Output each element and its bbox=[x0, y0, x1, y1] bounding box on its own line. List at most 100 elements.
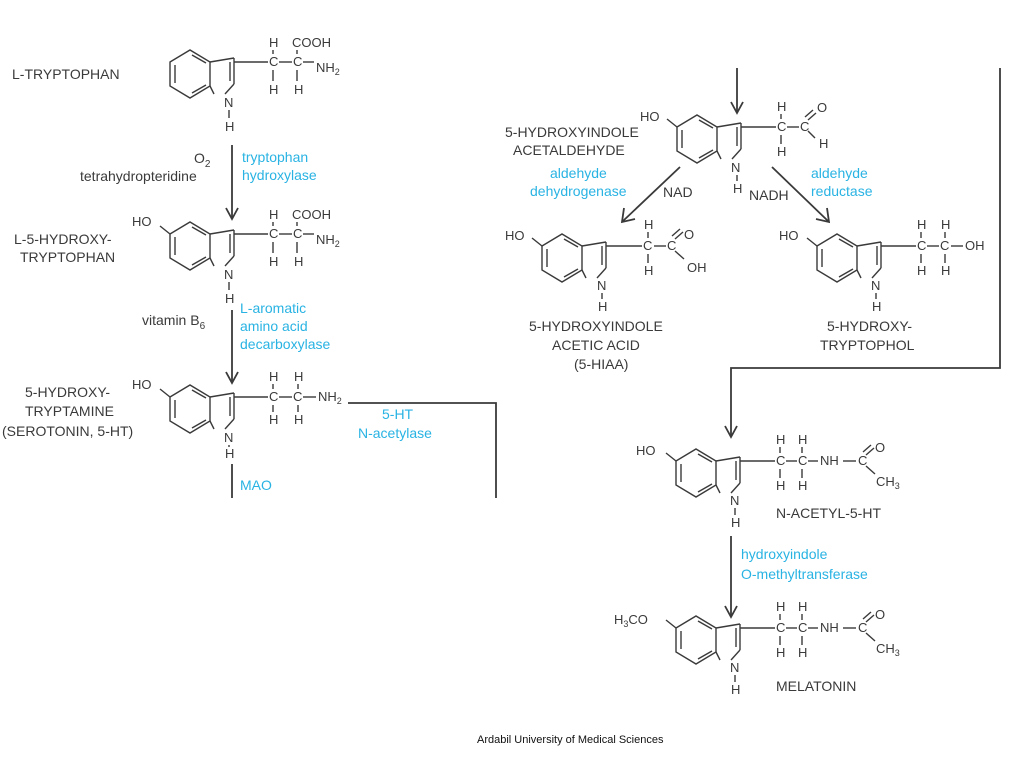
melatonin-structure: H3CO N H C H H C H H NH C O CH3 bbox=[614, 599, 900, 697]
atom-h: H bbox=[269, 369, 278, 384]
omt-label: O-methyltransferase bbox=[741, 566, 868, 582]
hiaa-label: (5-HIAA) bbox=[574, 356, 628, 372]
atom-h: H bbox=[598, 299, 607, 314]
decarboxylase-label: decarboxylase bbox=[240, 336, 330, 352]
atom-nh: NH bbox=[820, 620, 839, 635]
atom-c: C bbox=[776, 620, 785, 635]
atom-h: H bbox=[777, 144, 786, 159]
atom-h: H bbox=[269, 82, 278, 97]
omt-label: hydroxyindole bbox=[741, 546, 828, 562]
atom-c: C bbox=[798, 620, 807, 635]
melatonin-compound: H3CO N H C H H C H H NH C O CH3 MEL bbox=[614, 599, 900, 697]
atom-c: C bbox=[667, 238, 676, 253]
atom-h: H bbox=[269, 412, 278, 427]
atom-h: H bbox=[798, 599, 807, 614]
atom-h: H bbox=[798, 478, 807, 493]
atom-ho: HO bbox=[505, 228, 525, 243]
atom-h: H bbox=[917, 217, 926, 232]
atom-h: H bbox=[269, 254, 278, 269]
atom-ho: HO bbox=[132, 214, 152, 229]
atom-c: C bbox=[940, 238, 949, 253]
atom-c: C bbox=[643, 238, 652, 253]
nacetyl-structure: HO N H C H H C H H NH C O CH3 bbox=[636, 432, 900, 530]
atom-n: N bbox=[731, 160, 740, 175]
step-o-methylation: hydroxyindole O-methyltransferase bbox=[724, 536, 868, 619]
atom-ch3: CH3 bbox=[876, 641, 900, 658]
atom-c: C bbox=[776, 453, 785, 468]
arrow-to-hiaa bbox=[622, 166, 681, 222]
atom-h: H bbox=[294, 369, 303, 384]
atom-c: C bbox=[293, 389, 302, 404]
atom-nh2: NH2 bbox=[316, 60, 340, 77]
atom-cooh: COOH bbox=[292, 35, 331, 50]
atom-h: H bbox=[798, 432, 807, 447]
tryptophan-compound: L-TRYPTOPHAN N H C H H C COOH H NH2 bbox=[12, 35, 340, 134]
atom-h: H bbox=[294, 82, 303, 97]
tryptophan-structure: N H C H H C COOH H NH2 bbox=[169, 35, 340, 134]
atom-n: N bbox=[224, 267, 233, 282]
atom-c: C bbox=[269, 54, 278, 69]
atom-n: N bbox=[597, 278, 606, 293]
arrow-to-tryptophol bbox=[771, 166, 829, 222]
atom-h: H bbox=[731, 682, 740, 697]
serotonin-compound: 5-HYDROXY- TRYPTAMINE (SEROTONIN, 5-HT) … bbox=[2, 369, 342, 461]
tryptophan-hydroxylase-label: hydroxylase bbox=[242, 167, 317, 183]
atom-nh2: NH2 bbox=[316, 232, 340, 249]
step-reductase: NADH aldehyde reductase bbox=[749, 165, 873, 224]
atom-n: N bbox=[871, 278, 880, 293]
atom-h: H bbox=[269, 35, 278, 50]
atom-h: H bbox=[294, 412, 303, 427]
atom-oh: OH bbox=[965, 238, 985, 253]
dehydrogenase-label: aldehyde bbox=[550, 165, 607, 181]
serotonin-structure: HO N H C H H C H H NH2 bbox=[132, 369, 342, 461]
atom-h: H bbox=[777, 99, 786, 114]
atom-h: H bbox=[225, 291, 234, 306]
dehydrogenase-label: dehydrogenase bbox=[530, 183, 627, 199]
serotonin-label: 5-HYDROXY- bbox=[25, 384, 110, 400]
hiaa-label: 5-HYDROXYINDOLE bbox=[529, 318, 663, 334]
atom-c: C bbox=[798, 453, 807, 468]
step-decarboxylation: vitamin B6 L-aromatic amino acid decarbo… bbox=[142, 300, 330, 385]
atom-o: O bbox=[875, 440, 885, 455]
atom-h: H bbox=[917, 263, 926, 278]
nacetyl-compound: HO N H C H H C H H NH C O CH3 N-ACE bbox=[636, 432, 900, 530]
melatonin-label: MELATONIN bbox=[776, 678, 856, 694]
mao-label: MAO bbox=[240, 477, 272, 493]
atom-c: C bbox=[293, 54, 302, 69]
atom-c: C bbox=[917, 238, 926, 253]
atom-h3co: H3CO bbox=[614, 612, 648, 629]
acetaldehyde-compound: 5-HYDROXYINDOLE ACETALDEHYDE HO N H C H … bbox=[505, 99, 828, 196]
atom-h: H bbox=[776, 645, 785, 660]
atom-h: H bbox=[731, 515, 740, 530]
nad-label: NAD bbox=[663, 184, 693, 200]
atom-c: C bbox=[777, 119, 786, 134]
atom-c: C bbox=[858, 620, 867, 635]
atom-c: C bbox=[269, 226, 278, 241]
atom-ho: HO bbox=[779, 228, 799, 243]
n-acetylase-label: N-acetylase bbox=[358, 425, 432, 441]
tryptophol-compound: HO N H C H H C H H OH 5-HYDROXY- TRYPTOP… bbox=[779, 217, 985, 353]
atom-h: H bbox=[225, 446, 234, 461]
reductase-label: aldehyde bbox=[811, 165, 868, 181]
atom-n: N bbox=[730, 660, 739, 675]
atom-h: H bbox=[941, 217, 950, 232]
atom-oh: OH bbox=[687, 260, 707, 275]
acetaldehyde-structure: HO N H C H H C O H bbox=[640, 99, 828, 196]
footer-credit: Ardabil University of Medical Sciences bbox=[477, 734, 664, 746]
hiaa-structure: HO N H C H H C O OH bbox=[505, 217, 707, 314]
atom-o: O bbox=[817, 100, 827, 115]
hiaa-label: ACETIC ACID bbox=[552, 337, 640, 353]
o2-label: O2 bbox=[194, 150, 211, 170]
hydroxytryptophan-label: L-5-HYDROXY- bbox=[14, 231, 112, 247]
atom-cooh: COOH bbox=[292, 207, 331, 222]
tryptophol-label: 5-HYDROXY- bbox=[827, 318, 912, 334]
atom-ho: HO bbox=[132, 377, 152, 392]
atom-h: H bbox=[294, 254, 303, 269]
atom-c: C bbox=[269, 389, 278, 404]
tryptophol-structure: HO N H C H H C H H OH bbox=[779, 217, 985, 314]
hiaa-compound: HO N H C H H C O OH 5-HYDROXYINDOLE ACET… bbox=[505, 217, 707, 372]
atom-h: H bbox=[225, 119, 234, 134]
step-hydroxylation: O2 tetrahydropteridine tryptophan hydrox… bbox=[80, 145, 317, 221]
tryptophol-label: TRYPTOPHOL bbox=[820, 337, 915, 353]
